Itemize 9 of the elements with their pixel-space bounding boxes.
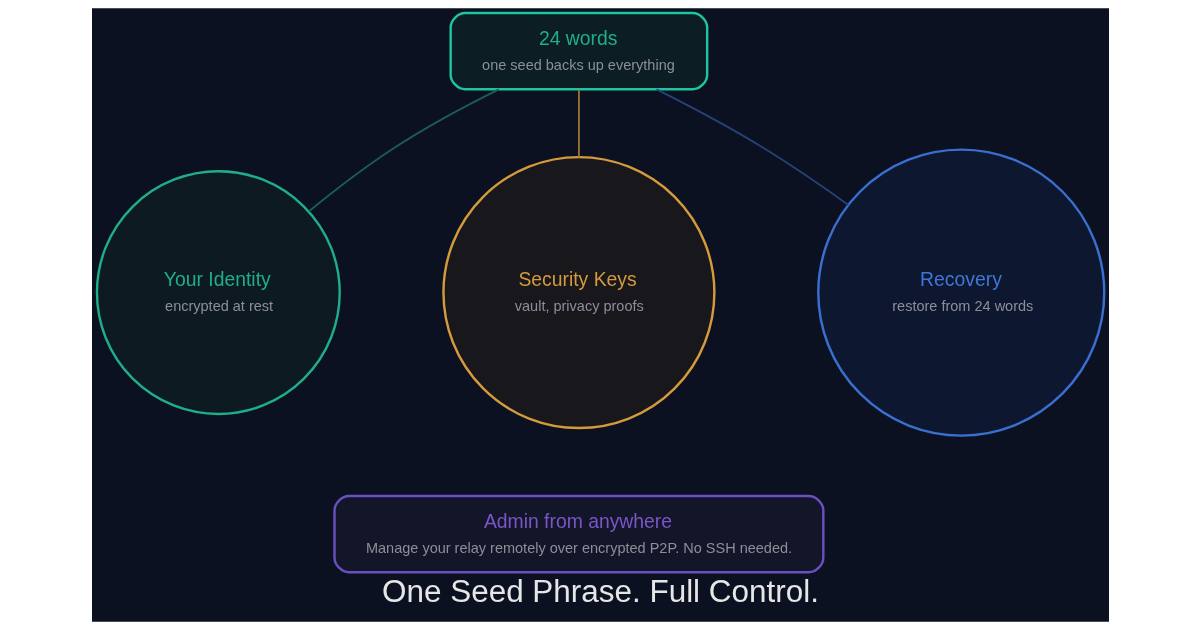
connector — [307, 88, 500, 213]
node-circle: Recovery restore from 24 words — [816, 148, 1105, 437]
node-circle: Security Keys vault, privacy proofs — [441, 155, 716, 430]
connector — [577, 88, 580, 159]
node-box: 24 words one seed backs up everything — [448, 11, 708, 91]
caption: One Seed Phrase. Full Control. — [381, 574, 819, 610]
connector — [655, 88, 849, 206]
node-circle: Your Identity encrypted at rest — [95, 170, 341, 416]
node-box: Admin from anywhere Manage your relay remotely over encrypted P2P. No SSH needed. — [332, 494, 825, 574]
